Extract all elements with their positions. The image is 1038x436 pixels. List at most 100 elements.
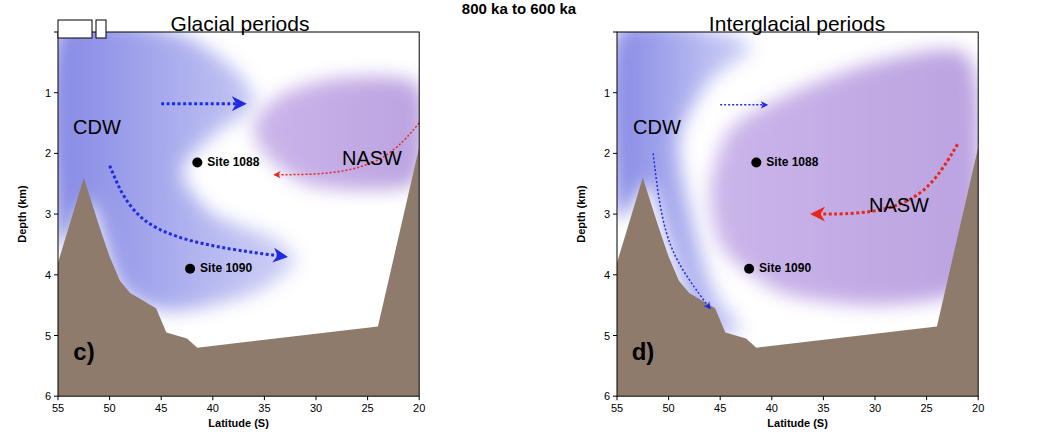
axis-tick-label: 4 xyxy=(45,269,51,281)
axis-tick-label: 25 xyxy=(920,402,932,414)
axis-tick-label: 35 xyxy=(258,402,270,414)
water-mass: NASW xyxy=(869,194,929,216)
panel-title: Interglacial periods xyxy=(709,12,885,35)
axis-tick-label: 6 xyxy=(45,390,51,402)
tick xyxy=(668,396,669,400)
site-dot xyxy=(744,264,754,274)
axis-tick-label: 30 xyxy=(869,402,881,414)
water-mass-name: CDW xyxy=(633,116,681,138)
axis-title: Depth (km) xyxy=(16,185,28,242)
water-mass: CDW xyxy=(73,116,121,138)
panel-title: Glacial periods xyxy=(171,12,310,35)
tick xyxy=(367,396,368,400)
tick xyxy=(54,396,58,397)
axis-title: Latitude (S) xyxy=(208,417,269,429)
seafloor xyxy=(58,147,419,396)
tick xyxy=(109,396,110,400)
tick xyxy=(720,396,721,400)
axis-tick-label: 6 xyxy=(604,390,610,402)
tick xyxy=(823,396,824,400)
ice-box xyxy=(58,20,92,38)
tick xyxy=(613,396,617,397)
tick xyxy=(875,396,876,400)
tick xyxy=(54,92,58,93)
axis-tick-label: 2 xyxy=(604,147,610,159)
flow-arrow xyxy=(720,104,766,106)
axis-title: Depth (km) xyxy=(575,185,587,242)
nasw-mass xyxy=(710,49,979,305)
panel-art xyxy=(610,21,980,401)
site-label: Site 1090 xyxy=(759,262,811,275)
axis-tick-label: 5 xyxy=(45,329,51,341)
seafloor xyxy=(617,147,978,396)
axis-tick-label: 2 xyxy=(45,147,51,159)
axis-tick-label: 1 xyxy=(45,87,51,99)
axis-tick-label: 1 xyxy=(604,87,610,99)
nasw-mass xyxy=(253,77,419,190)
tick xyxy=(419,396,420,400)
tick xyxy=(978,396,979,400)
axis-tick-label: 20 xyxy=(413,402,425,414)
tick xyxy=(926,396,927,400)
water-mass-name: NASW xyxy=(869,194,929,216)
axis-tick-label: 55 xyxy=(52,402,64,414)
tick xyxy=(613,214,617,215)
axis-tick-label: 5 xyxy=(604,329,610,341)
flow-arrow xyxy=(275,123,419,175)
site-label: Site 1090 xyxy=(200,262,252,275)
axis-tick-label: 4 xyxy=(604,269,610,281)
site-label: Site 1088 xyxy=(766,156,818,169)
panel-art xyxy=(50,18,425,400)
water-mass: CDW xyxy=(633,116,681,138)
tick xyxy=(613,153,617,154)
tick xyxy=(54,32,58,33)
axis-tick-label: 40 xyxy=(207,402,219,414)
tick xyxy=(613,92,617,93)
tick xyxy=(613,335,617,336)
flow-arrow xyxy=(110,166,285,257)
tick xyxy=(316,396,317,400)
axis-tick-label: 45 xyxy=(155,402,167,414)
water-mass-name: CDW xyxy=(73,116,121,138)
water-mass-name: NASW xyxy=(342,147,402,169)
axis-tick-label: 3 xyxy=(45,208,51,220)
tick xyxy=(54,214,58,215)
site-dot xyxy=(192,158,202,168)
water-mass: NASW xyxy=(342,147,402,169)
panel-letter: c) xyxy=(73,339,94,365)
axis-tick-label: 40 xyxy=(766,402,778,414)
site-label: Site 1088 xyxy=(207,156,259,169)
flow-arrow xyxy=(161,102,244,105)
axis-tick-label: 30 xyxy=(310,402,322,414)
tick xyxy=(58,396,59,400)
tick xyxy=(613,32,617,33)
tick xyxy=(212,396,213,400)
tick xyxy=(264,396,265,400)
figure-title: 800 ka to 600 ka xyxy=(462,1,576,18)
axis-tick-label: 50 xyxy=(103,402,115,414)
flow-arrow xyxy=(653,153,710,308)
tick xyxy=(613,274,617,275)
site-dot xyxy=(185,264,195,274)
ice-box xyxy=(96,20,106,38)
panel-letter: d) xyxy=(632,339,655,365)
tick xyxy=(54,274,58,275)
tick xyxy=(54,153,58,154)
tick xyxy=(54,335,58,336)
axis-title: Latitude (S) xyxy=(767,417,828,429)
axis-tick-label: 55 xyxy=(611,402,623,414)
tick xyxy=(617,396,618,400)
axis-tick-label: 50 xyxy=(662,402,674,414)
site-dot xyxy=(751,158,761,168)
plot-frame xyxy=(58,32,419,396)
axis-tick-label: 25 xyxy=(361,402,373,414)
axis-tick-label: 3 xyxy=(604,208,610,220)
axis-tick-label: 45 xyxy=(714,402,726,414)
plot-frame xyxy=(617,32,978,396)
tick xyxy=(161,396,162,400)
axis-tick-label: 20 xyxy=(972,402,984,414)
tick xyxy=(771,396,772,400)
axis-tick-label: 35 xyxy=(817,402,829,414)
